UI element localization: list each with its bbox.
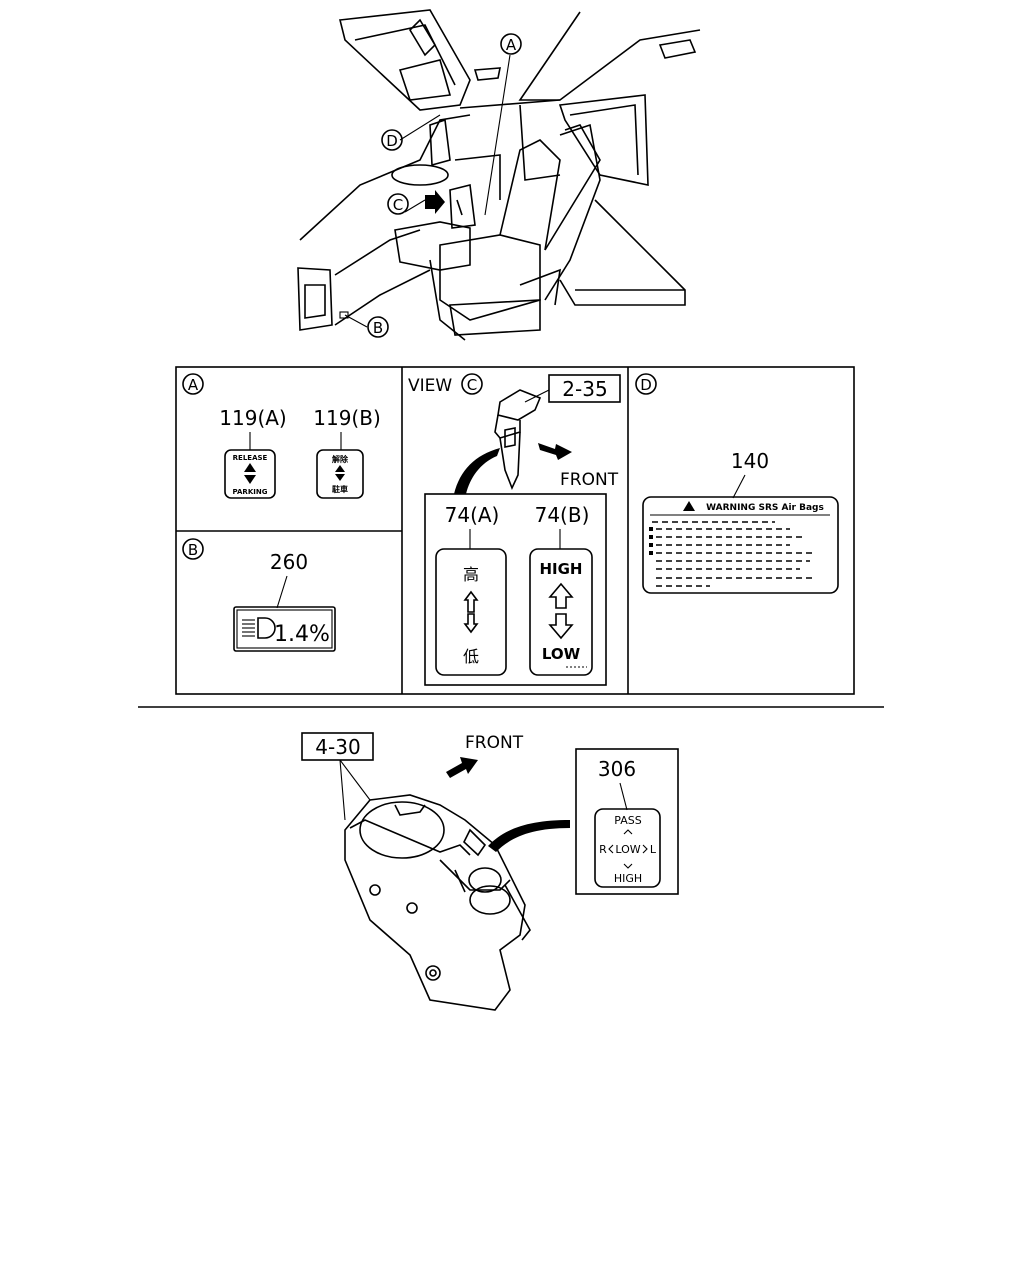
svg-text:低: 低 [463,647,479,666]
detail-panels-frame [175,366,855,695]
range-label-jp: 高 低 [435,548,507,676]
part-119a-number: 119(A) [219,406,286,430]
headlamp-leveling-label: 1.4% [233,606,336,652]
ref-2-35: 2-35 [562,377,607,401]
range-label-en: HIGH LOW [529,548,593,676]
srs-airbag-warning-label: WARNING SRS Air Bags [642,496,839,594]
panel-d: D 140 WARNING SRS Air Bags [635,373,839,594]
svg-text:駐車: 駐車 [332,484,348,494]
part-74a-number: 74(A) [445,503,500,527]
panel-a: A 119(A) 119(B) RELEASE PARKING 解除 駐車 [182,373,381,499]
panel-d-letter: D [640,376,652,394]
part-306-number: 306 [598,757,636,781]
svg-text:B: B [373,319,383,337]
svg-text:PARKING: PARKING [233,488,268,496]
svg-text:LOW: LOW [542,645,581,663]
high-text: HIGH [614,872,642,885]
svg-text:HIGH: HIGH [539,560,582,578]
callout-c: C [387,193,409,215]
svg-text:D: D [386,132,398,150]
part-74b-number: 74(B) [535,503,590,527]
callout-d: D [381,129,403,151]
panel-b-letter: B [188,541,198,559]
l-text: L [650,843,657,856]
leveling-percent: 1.4% [274,622,330,647]
panel-c-letter: C [467,376,477,394]
front-label-bottom: FRONT [465,733,524,753]
ref-4-30: 4-30 [315,735,360,759]
part-260-number: 260 [270,550,308,574]
svg-text:RELEASE: RELEASE [233,454,268,462]
callout-a: A [500,33,522,55]
parking-brake-label-en: RELEASE PARKING [224,449,276,499]
front-label-c: FRONT [560,470,619,490]
part-119b-number: 119(B) [313,406,381,430]
combination-switch-illustration [344,794,531,1011]
range-lever-illustration [454,389,542,494]
svg-text:解除: 解除 [332,454,349,464]
parking-brake-label-jp: 解除 駐車 [316,449,364,499]
part-140-number: 140 [731,449,769,473]
view-label: VIEW [408,376,452,396]
dimmer-switch-label: PASS R LOW L HIGH [594,808,661,888]
cab-interior-illustration [297,9,701,341]
bottom-section: 4-30 FRONT 306 PAS [301,732,679,1011]
low-text: LOW [615,843,640,856]
svg-text:C: C [393,196,403,214]
panel-b: B 260 1.4% [182,538,336,652]
r-text: R [599,843,607,856]
callout-b: B [367,316,389,338]
panel-c: VIEW C 2-35 FRONT 74(A) 74(B) 高 低 [408,373,621,686]
pass-text: PASS [614,814,641,827]
srs-warning-text: WARNING SRS Air Bags [706,503,824,513]
panel-a-letter: A [188,376,199,394]
svg-text:A: A [506,36,517,54]
svg-text:高: 高 [463,565,479,584]
